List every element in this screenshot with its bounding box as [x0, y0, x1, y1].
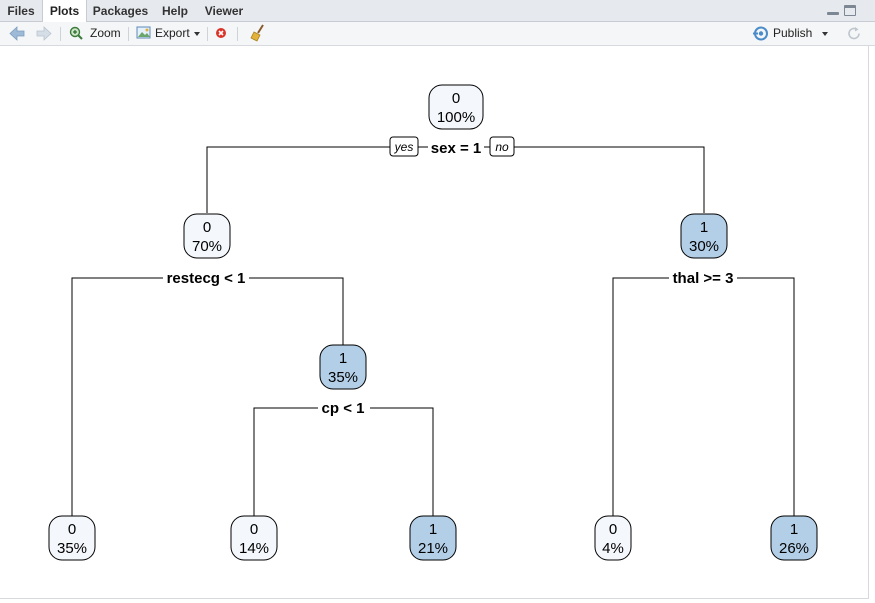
publish-label: Publish: [773, 22, 829, 45]
remove-icon: [216, 28, 226, 38]
zoom-icon: [69, 26, 83, 40]
pane-tab-bar: Files Plots Packages Help Viewer: [0, 0, 875, 23]
refresh-icon: [848, 27, 860, 40]
arrow-right-icon: [36, 26, 52, 41]
arrow-left-icon: [9, 26, 25, 41]
edge-n30: [612, 277, 795, 516]
remove-plot-button[interactable]: [214, 22, 230, 45]
no-label: no: [495, 140, 509, 154]
node-box: [680, 213, 728, 259]
tree-node-root: 0 100%: [428, 84, 484, 130]
publish-button[interactable]: Publish: [752, 22, 832, 45]
maximize-pane-icon[interactable]: [844, 5, 856, 16]
node-percent-label: 4%: [602, 540, 624, 557]
plot-viewer: sex = 1 yes no restecg < 1 cp < 1 thal >…: [0, 46, 869, 599]
node-class-label: 0: [68, 521, 76, 538]
publish-icon: [753, 26, 768, 41]
node-percent-label: 35%: [328, 369, 358, 386]
split-labels: sex = 1 yes no restecg < 1 cp < 1 thal >…: [163, 136, 737, 417]
split-label-cp: cp < 1: [322, 400, 365, 417]
node-percent-label: 100%: [437, 109, 475, 126]
node-class-label: 1: [429, 521, 437, 538]
no-box: [489, 136, 515, 157]
node-class-label: 1: [700, 219, 708, 236]
tree-node-leaf4: 04%: [594, 515, 632, 561]
edge-n70: [71, 277, 344, 516]
export-image-icon: [136, 26, 151, 39]
zoom-button[interactable]: Zoom: [68, 22, 122, 45]
tree-node-leaf35: 035%: [48, 515, 96, 561]
tab-files[interactable]: Files: [7, 4, 35, 18]
node-box: [409, 515, 457, 561]
tab-plots[interactable]: Plots: [42, 0, 87, 23]
node-box: [319, 344, 367, 390]
split-label-root: sex = 1: [431, 140, 481, 157]
node-class-label: 0: [609, 521, 617, 538]
node-class-label: 1: [790, 521, 798, 538]
clear-all-plots-button[interactable]: [248, 22, 268, 45]
tab-help[interactable]: Help: [161, 4, 188, 18]
node-percent-label: 70%: [192, 238, 222, 255]
next-plot-button[interactable]: [35, 22, 53, 45]
toolbar-divider: [207, 27, 208, 41]
tree-node-n35m: 135%: [319, 344, 367, 390]
toolbar-divider: [60, 27, 61, 41]
tree-node-leaf14: 014%: [230, 515, 278, 561]
zoom-label: Zoom: [90, 26, 121, 40]
node-box: [48, 515, 96, 561]
node-class-label: 1: [339, 350, 347, 367]
broom-icon: [250, 24, 264, 42]
yes-box: [389, 136, 419, 157]
node-box: [230, 515, 278, 561]
previous-plot-button[interactable]: [8, 22, 26, 45]
split-label-restecg: restecg < 1: [167, 270, 246, 287]
decision-tree-plot: sex = 1 yes no restecg < 1 cp < 1 thal >…: [48, 84, 818, 561]
tab-packages[interactable]: Packages: [92, 4, 149, 18]
split-label-thal: thal >= 3: [673, 270, 734, 287]
tree-node-leaf26: 126%: [770, 515, 818, 561]
tree-edges: [71, 146, 795, 516]
refresh-button[interactable]: [846, 22, 862, 45]
tree-node-n30: 130%: [680, 213, 728, 259]
toolbar-divider: [128, 27, 129, 41]
node-box: [183, 213, 231, 259]
export-menu-button[interactable]: Export: [136, 22, 202, 45]
node-percent-label: 30%: [689, 238, 719, 255]
node-class-label: 0: [203, 219, 211, 236]
node-box: [770, 515, 818, 561]
edge-n35m: [253, 407, 434, 516]
export-label: Export: [155, 22, 200, 45]
node-class-label: 0: [250, 521, 258, 538]
node-percent-label: 14%: [239, 540, 269, 557]
node-percent-label: 26%: [779, 540, 809, 557]
node-percent-label: 35%: [57, 540, 87, 557]
plots-toolbar: Zoom Export Publish: [0, 22, 875, 46]
tree-node-leaf21: 121%: [409, 515, 457, 561]
yes-label: yes: [394, 140, 414, 154]
node-box: [428, 84, 484, 130]
node-box: [594, 515, 632, 561]
minimize-pane-icon[interactable]: [827, 6, 839, 15]
node-percent-label: 21%: [418, 540, 448, 557]
node-class-label: 0: [452, 90, 460, 107]
tree-node-n70: 070%: [183, 213, 231, 259]
tab-viewer[interactable]: Viewer: [204, 4, 244, 18]
toolbar-divider: [237, 27, 238, 41]
